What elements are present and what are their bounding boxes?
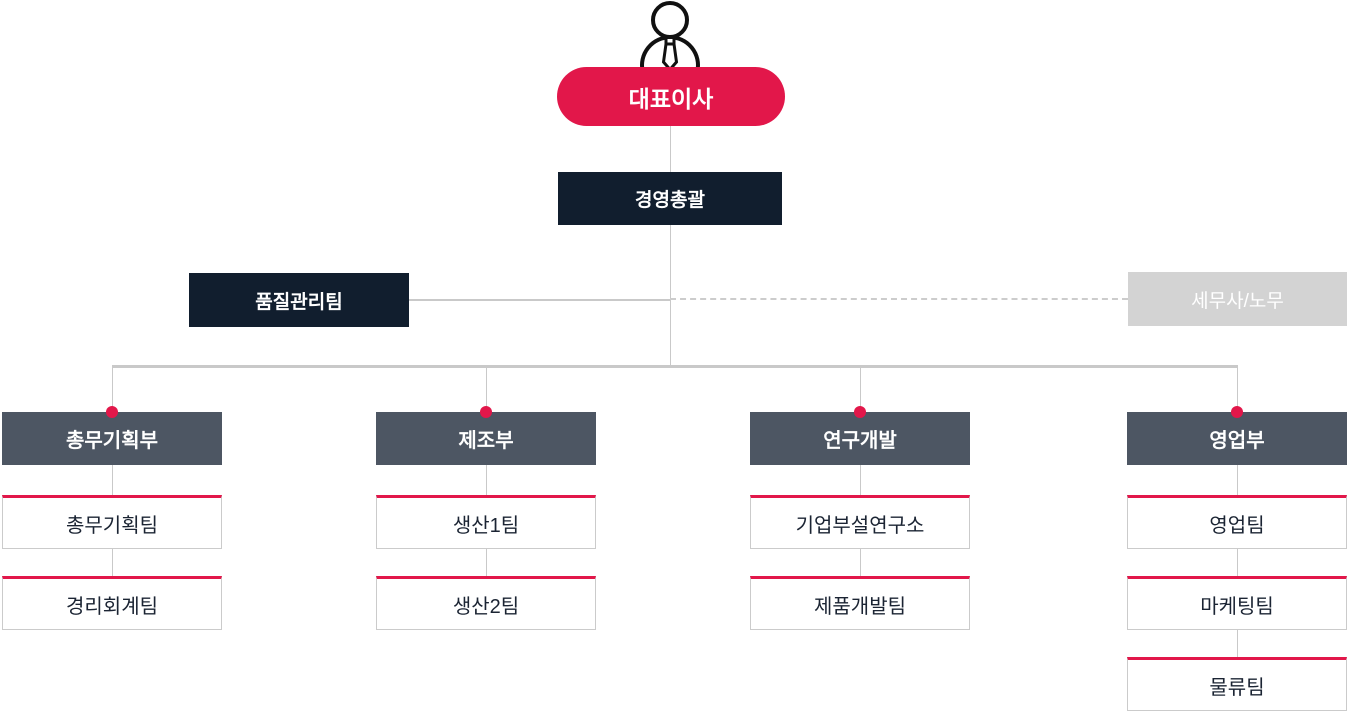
- node-ceo: 대표이사: [557, 67, 785, 126]
- node-team: 기업부설연구소: [750, 495, 970, 549]
- node-management: 경영총괄: [558, 172, 782, 225]
- node-team: 생산2팀: [376, 576, 596, 630]
- connector-team1-team2-col1: [112, 549, 113, 576]
- node-tax-labor: 세무사/노무: [1128, 272, 1347, 326]
- dept-dot-2: [480, 406, 492, 418]
- connector-drop-dept-4: [1237, 367, 1238, 412]
- connector-drop-dept-2: [486, 367, 487, 412]
- node-dept-sales: 영업부: [1127, 412, 1347, 465]
- connector-quality-branch: [409, 299, 670, 301]
- connector-team2-team3-col4: [1237, 630, 1238, 657]
- node-team: 경리회계팀: [2, 576, 222, 630]
- node-dept-manufacturing: 제조부: [376, 412, 596, 465]
- connector-dept4-team1: [1237, 465, 1238, 495]
- connector-team1-team2-col4: [1237, 549, 1238, 576]
- connector-management-trunk: [670, 225, 671, 366]
- connector-team1-team2-col3: [860, 549, 861, 576]
- node-team: 생산1팀: [376, 495, 596, 549]
- node-dept-general-affairs: 총무기획부: [2, 412, 222, 465]
- node-team: 물류팀: [1127, 657, 1347, 711]
- connector-trunk: [112, 365, 1238, 368]
- dept-dot-3: [854, 406, 866, 418]
- connector-drop-dept-3: [860, 367, 861, 412]
- node-team: 마케팅팀: [1127, 576, 1347, 630]
- node-team: 제품개발팀: [750, 576, 970, 630]
- connector-ceo-management: [670, 126, 671, 172]
- node-team: 총무기획팀: [2, 495, 222, 549]
- person-icon: [640, 1, 700, 72]
- node-team: 영업팀: [1127, 495, 1347, 549]
- connector-tax-branch-dashed: [670, 298, 1128, 300]
- node-dept-rnd: 연구개발: [750, 412, 970, 465]
- node-quality-team: 품질관리팀: [189, 273, 409, 327]
- connector-dept2-team1: [486, 465, 487, 495]
- dept-dot-4: [1231, 406, 1243, 418]
- connector-dept1-team1: [112, 465, 113, 495]
- connector-dept3-team1: [860, 465, 861, 495]
- connector-drop-dept-1: [112, 367, 113, 412]
- dept-dot-1: [106, 406, 118, 418]
- connector-team1-team2-col2: [486, 549, 487, 576]
